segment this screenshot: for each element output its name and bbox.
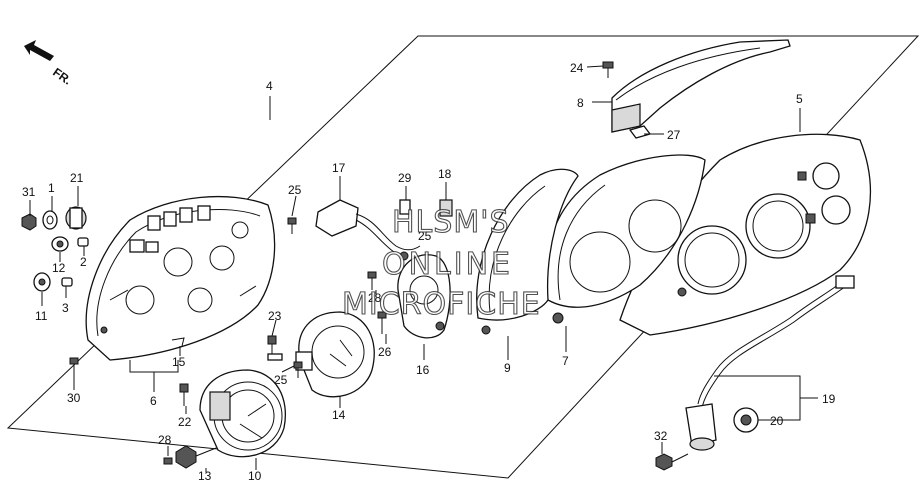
callout-23: 23 xyxy=(268,309,282,323)
part-fuel-temp-gauge xyxy=(397,251,451,339)
part-upper-cover xyxy=(611,39,791,133)
part-screw-28b xyxy=(163,457,173,465)
callout-7: 7 xyxy=(562,354,569,368)
part-clip-15 xyxy=(171,337,185,347)
part-screw-30 xyxy=(69,357,79,378)
callout-10: 10 xyxy=(248,469,262,483)
part-screw-24 xyxy=(602,61,614,78)
callout-2: 2 xyxy=(80,255,87,269)
callout-21: 21 xyxy=(70,171,84,185)
callout-5: 5 xyxy=(796,92,803,106)
callout-25-a: 25 xyxy=(288,183,302,197)
callout-13: 13 xyxy=(198,469,212,483)
callout-4: 4 xyxy=(266,79,273,93)
callout-12: 12 xyxy=(52,261,66,275)
leader-lines xyxy=(29,65,818,472)
callout-20: 20 xyxy=(770,414,784,428)
callout-30: 30 xyxy=(67,391,81,405)
part-meter-housing xyxy=(85,195,276,361)
callout-24: 24 xyxy=(570,61,584,75)
part-screw-25c xyxy=(293,361,303,378)
part-collar-20 xyxy=(733,407,759,433)
part-meter-panel xyxy=(545,154,706,324)
part-meter-case-outer xyxy=(619,133,871,336)
watermark-line-1: HLSM'S xyxy=(392,205,510,240)
part-bolt-32 xyxy=(655,453,689,471)
part-screw-28a xyxy=(367,271,377,290)
front-direction-marker: FR. xyxy=(24,40,74,88)
watermark: HLSM'S ONLINE MICROFICHE xyxy=(341,204,541,322)
part-socket-11 xyxy=(33,272,51,292)
callout-9: 9 xyxy=(504,361,511,375)
part-washer-1 xyxy=(42,210,58,230)
assembly-boundary xyxy=(6,35,920,479)
callout-15: 15 xyxy=(172,355,186,369)
callout-19: 19 xyxy=(822,392,836,406)
callout-numbers: 4 5 24 8 27 31 1 21 12 2 11 3 30 15 6 17… xyxy=(22,61,836,483)
callout-27: 27 xyxy=(667,128,681,142)
part-speedometer-unit xyxy=(199,369,286,458)
callout-18: 18 xyxy=(438,167,452,181)
callout-17: 17 xyxy=(332,161,346,175)
callout-31: 31 xyxy=(22,185,36,199)
part-screw-23 xyxy=(267,335,283,361)
callout-22: 22 xyxy=(178,415,192,429)
callout-26: 26 xyxy=(378,345,392,359)
part-socket-12 xyxy=(51,236,69,252)
part-screw-22 xyxy=(179,383,189,406)
part-bulb-29 xyxy=(399,199,411,215)
callout-28-b: 28 xyxy=(158,433,172,447)
callout-32: 32 xyxy=(654,429,668,443)
watermark-line-2: ONLINE xyxy=(382,247,513,282)
callout-3: 3 xyxy=(62,301,69,315)
callout-16: 16 xyxy=(416,363,430,377)
part-speed-sensor xyxy=(685,275,855,451)
forward-arrow-icon xyxy=(24,40,54,61)
watermark-line-3: MICROFICHE xyxy=(342,287,541,322)
part-meter-lens xyxy=(476,168,579,335)
callout-1: 1 xyxy=(48,181,55,195)
callout-6: 6 xyxy=(150,394,157,408)
direction-label: FR. xyxy=(50,65,74,88)
callout-14: 14 xyxy=(332,408,346,422)
part-grommet-21 xyxy=(65,206,87,230)
part-bulb-2 xyxy=(77,237,89,247)
callout-8: 8 xyxy=(577,96,584,110)
callout-11: 11 xyxy=(35,309,48,323)
part-screw-26 xyxy=(377,311,387,334)
part-bulb-3 xyxy=(61,277,73,287)
callout-25-c: 25 xyxy=(274,373,288,387)
callout-29: 29 xyxy=(398,171,412,185)
part-tachometer-unit xyxy=(295,311,375,398)
callout-28-a: 28 xyxy=(368,291,382,305)
part-socket-13 xyxy=(175,445,217,469)
part-nut-31 xyxy=(21,213,37,231)
callout-25-b: 25 xyxy=(418,229,432,243)
part-screw-25a xyxy=(287,217,297,234)
